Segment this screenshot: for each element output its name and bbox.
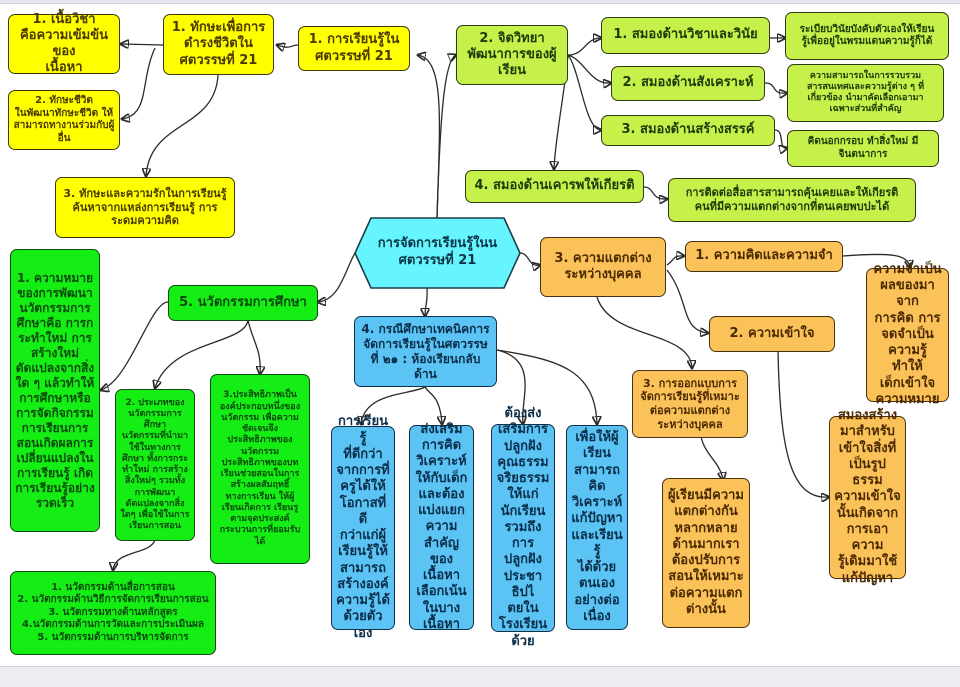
link-i4-d4 <box>643 186 667 199</box>
link-i2-d2 <box>764 82 787 93</box>
branch4-case-4[interactable]: เพื่อให้ผู้ เรียน สามารถ คิด วิเคราะห์ แ… <box>566 425 628 630</box>
link-i2-detail <box>777 349 829 497</box>
branch3-node[interactable]: 3. ความแตกต่าง ระหว่างบุคคล <box>540 237 666 297</box>
branch1-item-3-label: 3. ทักษะและความรักในการเรียนรู้ ค้นหาจาก… <box>63 186 227 228</box>
branch2-item-2-detail-label: ความสามารถในการรวบรวม สารสนเทศและความรู้… <box>806 70 925 115</box>
branch1-item-1-label: 1. เนื้อวิชา คือความเข้มข้นของ เนื้อหา <box>19 11 109 76</box>
branch2-node[interactable]: 2. จิตวิทยา พัฒนาการของผู้ เรียน <box>456 25 568 85</box>
link-center-branch4 <box>425 287 427 316</box>
bottom-border <box>0 666 960 687</box>
branch3-item-1-label: 1. ความคิดและความจำ <box>695 248 833 264</box>
branch3-item-2-detail[interactable]: สมองสร้าง มาสำหรับ เข้าใจสิ่งที่ เป็นรูป… <box>829 408 906 586</box>
branch4-case-1-label: การเรียนรู้ ที่ดีกว่า จากการที่ ครูได้ให… <box>336 414 390 641</box>
branch5-item-3-label: 3.ประสิทธิภาพเป็น องค์ประกอบหนึ่งของ นวั… <box>219 390 301 547</box>
branch3-item-1-detail[interactable]: ความจำเป็น ผลของมาจาก การคิด การ จดจำเป็… <box>866 262 949 407</box>
branch1-item-1[interactable]: 1. เนื้อวิชา คือความเข้มข้นของ เนื้อหา <box>8 11 120 76</box>
branch2-item-4-detail[interactable]: การติดต่อสื่อสารสามารถคุ้นเคยและให้เกียร… <box>668 178 916 222</box>
link-center-branch1 <box>418 55 441 219</box>
branch1-sub-node[interactable]: 1. ทักษะเพื่อการ ดำรงชีวิตใน ศตวรรษที่ 2… <box>163 14 274 75</box>
branch2-item-1-detail[interactable]: ระเบียบวินัยบังคับตัวเองให้เรียน รู้เพื่… <box>785 12 949 60</box>
branch5-innovation-types-label: 1. นวัตกรรมด้านสื่อการสอน 2. นวัตกรรมด้า… <box>17 581 209 643</box>
link-center-branch5 <box>318 252 356 302</box>
branch4-case-2[interactable]: ส่งเสริม การคิด วิเคราะห์ ให้กับเด็ก และ… <box>409 421 474 632</box>
branch5-item-1-label: 1. ความหมาย ของการพัฒนา นวัตกรรมการ ศึกษ… <box>15 270 95 510</box>
branch1-label: 1. การเรียนรู้ใน ศตวรรษที่ 21 <box>308 32 400 64</box>
link-sub-item3 <box>146 74 219 176</box>
branch5-item-2[interactable]: 2. ประเภทของ นวัตกรรมการ ศึกษา นวัตกรรมท… <box>115 389 195 541</box>
link-i3-d3 <box>774 129 787 148</box>
branch2-item-2-label: 2. สมองด้านสังเคราะห์ <box>622 75 754 91</box>
branch4-case-2-label: ส่งเสริม การคิด วิเคราะห์ ให้กับเด็ก และ… <box>415 421 468 632</box>
branch2-item-1-detail-label: ระเบียบวินัยบังคับตัวเองให้เรียน รู้เพื่… <box>799 23 935 48</box>
central-topic[interactable]: การจัดการเรียนรู้ในน ศตวรรษที่ 21 <box>354 217 521 289</box>
link-b2-i1 <box>567 38 601 56</box>
branch1-item-2[interactable]: 2. ทักษะชีวิต ในพัฒนาทักษะชีวิต ให้ สามา… <box>8 90 120 150</box>
branch1-item-3[interactable]: 3. ทักษะและความรักในการเรียนรู้ ค้นหาจาก… <box>55 177 235 238</box>
link-b5-i3 <box>247 319 260 374</box>
branch4-label: 4. กรณีศึกษาเทคนิคการ จัดการเรียนรู้ในศต… <box>361 321 490 381</box>
link-sub-item2 <box>122 47 156 119</box>
branch5-item-3[interactable]: 3.ประสิทธิภาพเป็น องค์ประกอบหนึ่งของ นวั… <box>210 374 310 564</box>
link-b2-i3 <box>567 54 601 130</box>
link-branch1-sub <box>277 45 299 47</box>
branch3-item-1[interactable]: 1. ความคิดและความจำ <box>685 241 843 272</box>
branch3-item-2-detail-label: สมองสร้าง มาสำหรับ เข้าใจสิ่งที่ เป็นรูป… <box>834 408 901 586</box>
branch2-item-3-label: 3. สมองด้านสร้างสรรค์ <box>621 122 755 138</box>
branch3-label: 3. ความแตกต่าง ระหว่างบุคคล <box>554 250 652 282</box>
branch2-item-3-detail[interactable]: คิดนอกกรอบ ทำสิ่งใหม่ มี จินตนาการ <box>787 130 939 167</box>
branch1-sub-label: 1. ทักษะเพื่อการ ดำรงชีวิตใน ศตวรรษที่ 2… <box>171 20 266 68</box>
hexagon-shape <box>354 217 521 289</box>
branch1-item-2-label: 2. ทักษะชีวิต ในพัฒนาทักษะชีวิต ให้ สามา… <box>13 95 115 144</box>
link-center-branch3 <box>519 252 540 265</box>
branch3-item-1-detail-label: ความจำเป็น ผลของมาจาก การคิด การ จดจำเป็… <box>873 261 942 407</box>
branch2-item-4-detail-label: การติดต่อสื่อสารสามารถคุ้นเคยและให้เกียร… <box>685 186 899 213</box>
branch3-item-3-detail[interactable]: ผู้เรียนมีความ แตกต่างกัน หลากหลาย ด้านม… <box>662 478 750 628</box>
link-center-branch2 <box>436 55 456 219</box>
link-b3-i1 <box>666 256 684 266</box>
link-b4-c2 <box>424 386 442 424</box>
link-i2-types <box>113 539 156 570</box>
branch4-case-3[interactable]: ต้องส่ง เสริมการ ปลูกฝัง คุณธรรม จริยธรร… <box>491 406 555 649</box>
branch2-item-4-label: 4. สมองด้านเคารพให้เกียรติ <box>474 178 635 194</box>
link-b3-i3 <box>596 296 692 368</box>
branch3-item-3[interactable]: 3. การออกแบบการ จัดการเรียนรู้ที่เหมาะ ต… <box>632 370 748 438</box>
branch2-item-2[interactable]: 2. สมองด้านสังเคราะห์ <box>611 66 765 101</box>
branch1-node[interactable]: 1. การเรียนรู้ใน ศตวรรษที่ 21 <box>298 26 410 71</box>
branch3-item-3-detail-label: ผู้เรียนมีความ แตกต่างกัน หลากหลาย ด้านม… <box>668 488 744 617</box>
branch4-case-1[interactable]: การเรียนรู้ ที่ดีกว่า จากการที่ ครูได้ให… <box>331 414 395 641</box>
link-sub-item1 <box>121 44 164 45</box>
branch4-node[interactable]: 4. กรณีศึกษาเทคนิคการ จัดการเรียนรู้ในศต… <box>354 316 497 387</box>
central-topic-label: การจัดการเรียนรู้ในน ศตวรรษที่ 21 <box>377 236 498 268</box>
branch3-item-3-label: 3. การออกแบบการ จัดการเรียนรู้ที่เหมาะ ต… <box>640 376 740 431</box>
branch5-node[interactable]: 5. นวัตกรรมการศึกษา <box>168 285 318 321</box>
branch2-item-4[interactable]: 4. สมองด้านเคารพให้เกียรติ <box>465 170 644 203</box>
branch2-item-3-detail-label: คิดนอกกรอบ ทำสิ่งใหม่ มี จินตนาการ <box>807 136 919 160</box>
branch3-item-2-label: 2. ความเข้าใจ <box>729 325 815 341</box>
link-b5-i1 <box>101 301 169 390</box>
branch2-item-2-detail[interactable]: ความสามารถในการรวบรวม สารสนเทศและความรู้… <box>787 64 944 122</box>
link-b3-i2 <box>666 269 708 333</box>
branch4-case-3-label: ต้องส่ง เสริมการ ปลูกฝัง คุณธรรม จริยธรร… <box>496 406 550 649</box>
branch4-case-4-label: เพื่อให้ผู้ เรียน สามารถ คิด วิเคราะห์ แ… <box>571 430 623 624</box>
branch2-label: 2. จิตวิทยา พัฒนาการของผู้ เรียน <box>467 30 557 79</box>
branch5-innovation-types[interactable]: 1. นวัตกรรมด้านสื่อการสอน 2. นวัตกรรมด้า… <box>10 571 216 655</box>
link-b2-i2 <box>567 54 611 83</box>
branch2-item-1[interactable]: 1. สมองด้านวิชาและวินัย <box>601 17 770 54</box>
branch5-label: 5. นวัตกรรมการศึกษา <box>179 294 307 310</box>
branch2-item-3[interactable]: 3. สมองด้านสร้างสรรค์ <box>601 115 775 146</box>
branch5-item-1[interactable]: 1. ความหมาย ของการพัฒนา นวัตกรรมการ ศึกษ… <box>10 249 100 532</box>
top-border <box>0 0 960 4</box>
branch3-item-2[interactable]: 2. ความเข้าใจ <box>709 316 835 352</box>
branch5-item-2-label: 2. ประเภทของ นวัตกรรมการ ศึกษา นวัตกรรมท… <box>120 397 190 532</box>
branch2-item-1-label: 1. สมองด้านวิชาและวินัย <box>613 27 758 43</box>
